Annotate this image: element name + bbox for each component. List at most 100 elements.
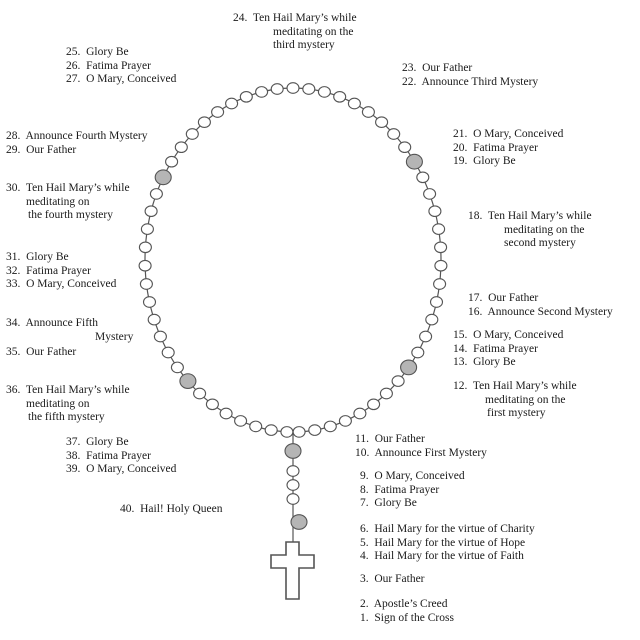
bead bbox=[375, 116, 389, 129]
bead bbox=[138, 241, 152, 254]
bead bbox=[142, 296, 157, 308]
label-step-40: 40. Hail! Holy Queen bbox=[120, 503, 223, 517]
bead bbox=[428, 205, 442, 218]
marker-bead bbox=[179, 373, 197, 390]
label-line: 10. Announce First Mystery bbox=[355, 446, 487, 459]
bead bbox=[225, 97, 239, 110]
bead bbox=[423, 188, 437, 200]
bead bbox=[149, 188, 163, 200]
label-step-3: 3. Our Father bbox=[360, 573, 425, 587]
label-line: 5. Hail Mary for the virtue of Hope bbox=[360, 536, 526, 549]
bead bbox=[165, 155, 179, 168]
bead bbox=[317, 86, 331, 98]
label-line: 4. Hail Mary for the virtue of Faith bbox=[360, 550, 524, 562]
label-line: 23. Our Father bbox=[402, 62, 473, 74]
label-line: 28. Announce Fourth Mystery bbox=[6, 130, 148, 142]
bead bbox=[434, 259, 448, 272]
marker-bead bbox=[405, 153, 423, 170]
bead bbox=[308, 424, 322, 436]
label-line: 2. Apostle’s Creed bbox=[360, 598, 448, 610]
label-line: Mystery bbox=[95, 330, 134, 343]
bead bbox=[425, 313, 439, 326]
label-line: meditating on the bbox=[273, 25, 354, 38]
label-line: 21. O Mary, Conceived bbox=[453, 128, 564, 140]
label-line: 14. Fatima Prayer bbox=[453, 342, 538, 355]
label-line: 37. Glory Be bbox=[66, 436, 129, 448]
label-line: 24. Ten Hail Mary’s while bbox=[233, 12, 357, 24]
label-line: second mystery bbox=[504, 237, 576, 249]
bead bbox=[302, 83, 316, 95]
bead bbox=[286, 479, 300, 491]
label-line: 3. Our Father bbox=[360, 573, 425, 585]
label-line: 35. Our Father bbox=[6, 346, 77, 358]
label-line: third mystery bbox=[273, 39, 335, 51]
bead bbox=[286, 493, 300, 505]
label-line: 7. Glory Be bbox=[360, 497, 417, 509]
bead bbox=[391, 375, 405, 387]
bead bbox=[147, 313, 161, 326]
bead bbox=[239, 90, 253, 103]
label-line: the fourth mystery bbox=[28, 209, 113, 221]
label-line: 20. Fatima Prayer bbox=[453, 141, 538, 154]
bead bbox=[411, 346, 425, 359]
label-line: 39. O Mary, Conceived bbox=[66, 463, 177, 475]
label-line: 15. O Mary, Conceived bbox=[453, 329, 564, 341]
label-line: 11. Our Father bbox=[355, 433, 425, 445]
label-line: 38. Fatima Prayer bbox=[66, 449, 151, 462]
bead bbox=[249, 420, 263, 433]
label-line: 34. Announce Fifth bbox=[6, 317, 98, 329]
bead bbox=[255, 86, 269, 98]
bead bbox=[387, 128, 401, 140]
bead bbox=[353, 407, 367, 420]
label-line: 6. Hail Mary for the virtue of Charity bbox=[360, 523, 535, 535]
bead bbox=[138, 259, 152, 272]
label-line: 8. Fatima Prayer bbox=[360, 483, 440, 496]
label-line: 29. Our Father bbox=[6, 143, 77, 156]
bead bbox=[347, 97, 361, 110]
label-line: 16. Announce Second Mystery bbox=[468, 305, 613, 318]
label-line: 22. Announce Third Mystery bbox=[402, 75, 539, 88]
label-line: first mystery bbox=[487, 407, 546, 419]
bead bbox=[416, 171, 430, 184]
bead bbox=[139, 278, 153, 290]
bead bbox=[286, 82, 300, 94]
label-line: 26. Fatima Prayer bbox=[66, 59, 151, 72]
label-line: 31. Glory Be bbox=[6, 251, 69, 263]
marker-bead bbox=[284, 443, 302, 459]
bead bbox=[292, 426, 306, 438]
bead bbox=[280, 426, 294, 438]
label-line: 1. Sign of the Cross bbox=[360, 611, 454, 624]
label-line: meditating on bbox=[26, 397, 90, 410]
label-line: meditating on bbox=[26, 195, 90, 208]
bead bbox=[429, 296, 444, 308]
label-line: the fifth mystery bbox=[28, 411, 105, 423]
label-line: meditating on the bbox=[485, 393, 566, 406]
rosary-beads bbox=[138, 82, 448, 530]
label-line: 12. Ten Hail Mary’s while bbox=[453, 380, 577, 392]
cross-icon bbox=[270, 541, 315, 600]
label-line: 25. Glory Be bbox=[66, 46, 129, 58]
bead bbox=[170, 361, 184, 374]
label-line: 13. Glory Be bbox=[453, 356, 516, 368]
label-line: 19. Glory Be bbox=[453, 155, 516, 167]
marker-bead bbox=[290, 514, 308, 530]
bead bbox=[197, 116, 211, 129]
bead bbox=[219, 407, 233, 420]
